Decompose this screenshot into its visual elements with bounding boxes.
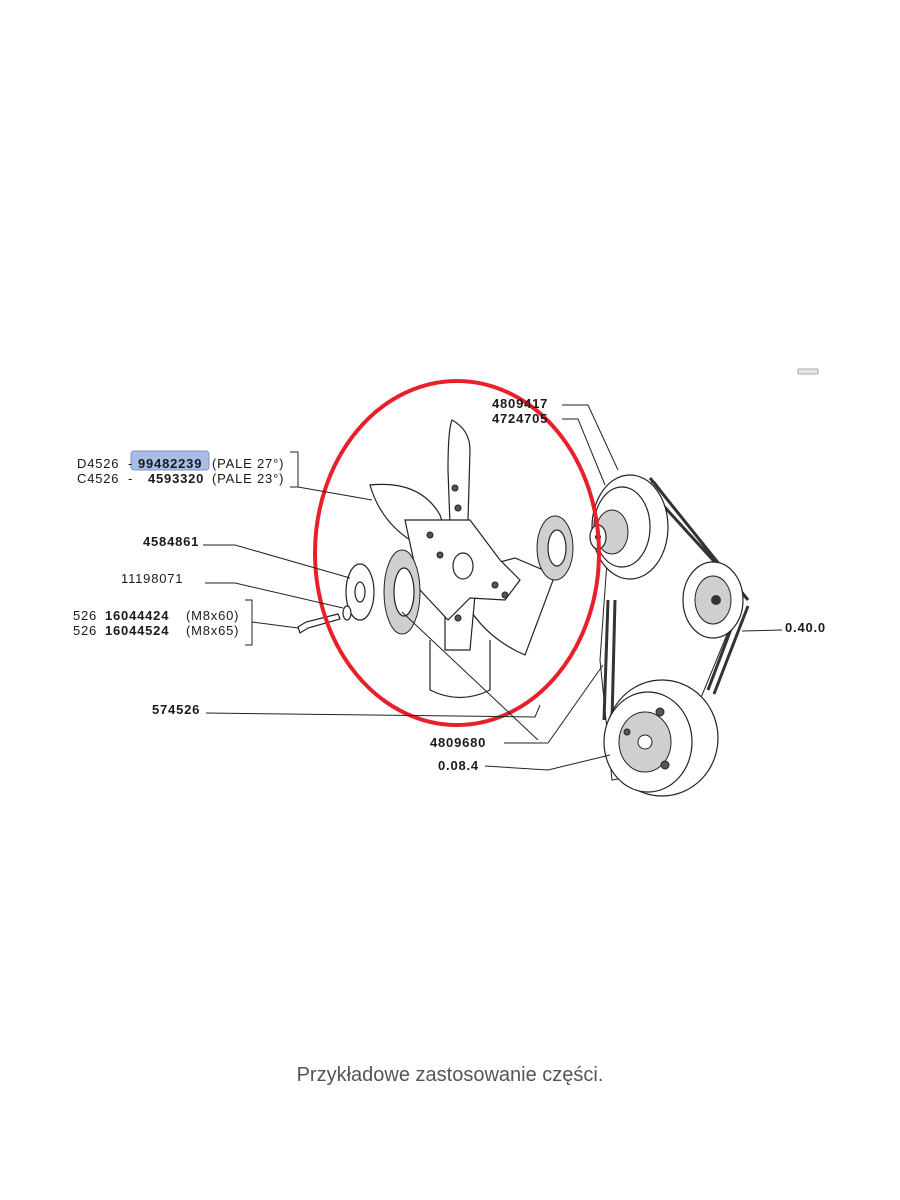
bolt-part-2: 16044524 [105,623,169,638]
bolt-prefix-2: 526 [73,623,97,638]
pale-27-label: (PALE 27°) [212,456,284,471]
bolt-prefix-1: 526 [73,608,97,623]
variant-d-label: D4526 [77,456,119,471]
part-number-11198071: 11198071 [121,571,183,586]
highlight-circle [313,379,601,727]
variant-d-dash: - [128,456,133,471]
part-highlight-box [130,450,210,471]
bolt-part-1: 16044424 [105,608,169,623]
part-number-4593320: 4593320 [148,471,204,486]
corner-marker-icon [797,368,819,375]
part-number-highlighted[interactable]: 99482239 [138,456,202,471]
pulley-belt-assembly [589,474,750,797]
fan-assembly [297,419,574,699]
image-caption: Przykładowe zastosowanie części. [296,1064,604,1086]
part-number-4809680: 4809680 [430,735,486,750]
leader-lines [203,404,783,771]
pale-23-label: (PALE 23°) [212,471,284,486]
variant-c-dash: - [128,471,133,486]
variant-c-label: C4526 [77,471,119,486]
bolt-size-1: (M8x60) [186,608,239,623]
part-number-4584861: 4584861 [143,534,199,549]
ref-0400: 0.40.0 [785,620,826,635]
part-number-4809417: 4809417 [492,396,548,411]
bolt-size-2: (M8x65) [186,623,239,638]
part-number-574526: 574526 [152,702,200,717]
ref-0084: 0.08.4 [438,758,479,773]
part-number-4724705: 4724705 [492,411,548,426]
